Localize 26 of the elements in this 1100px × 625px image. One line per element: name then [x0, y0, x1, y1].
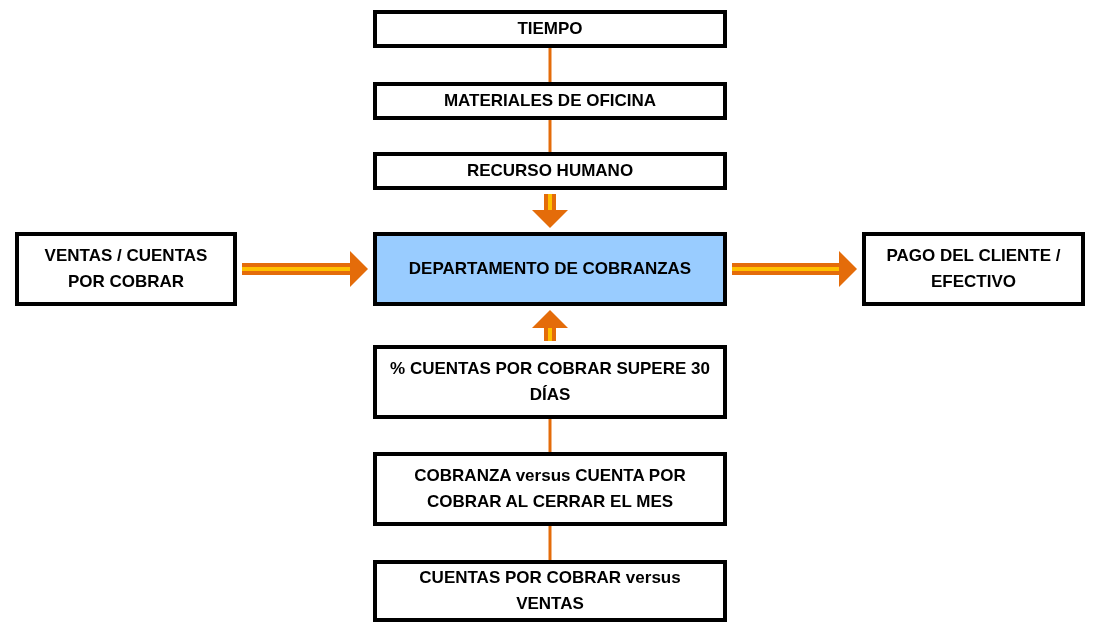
box-label: RECURSO HUMANO	[466, 159, 634, 182]
box-label: CUENTAS POR COBRAR versus VENTAS	[418, 566, 682, 615]
box-label: DEPARTAMENTO DE COBRANZAS	[408, 257, 692, 280]
box-label: MATERIALES DE OFICINA	[443, 89, 657, 112]
process-box	[373, 345, 727, 419]
box-label: % CUENTAS POR COBRAR SUPERE 30 DÍAS	[389, 357, 711, 406]
block-arrow	[242, 251, 368, 287]
block-arrow	[532, 310, 568, 341]
box-label: TIEMPO	[517, 17, 583, 40]
connector-line	[548, 419, 552, 452]
connector-line	[548, 120, 552, 152]
process-box	[373, 152, 727, 190]
block-arrow	[732, 251, 857, 287]
process-box	[373, 10, 727, 48]
block-arrow	[532, 194, 568, 228]
box-label: VENTAS / CUENTAS POR COBRAR	[43, 244, 209, 293]
process-box	[862, 232, 1085, 306]
process-box	[373, 82, 727, 120]
connector-line	[548, 526, 552, 560]
department-box	[373, 232, 727, 306]
process-box	[373, 452, 727, 526]
process-box	[373, 560, 727, 622]
connector-line	[548, 48, 552, 82]
box-label: COBRANZA versus CUENTA POR COBRAR AL CERRAR EL MES	[413, 464, 687, 513]
process-box	[15, 232, 237, 306]
box-label: PAGO DEL CLIENTE / EFECTIVO	[885, 244, 1062, 293]
